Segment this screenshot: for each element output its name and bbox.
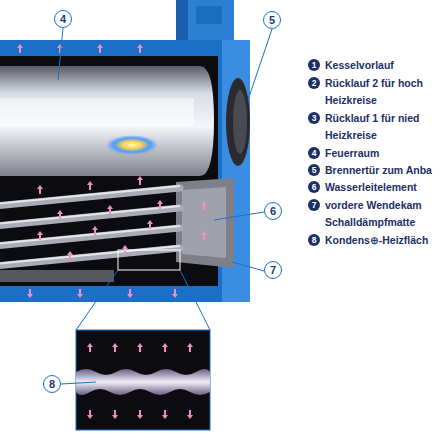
furnace-highlight xyxy=(0,98,194,126)
legend-item: 8 Kondens⊕-Heizfläch xyxy=(308,232,440,249)
callout-number: 8 xyxy=(49,379,55,390)
zoom-inset xyxy=(76,330,210,430)
flow-arrows xyxy=(17,44,207,298)
zoom-line xyxy=(180,270,210,330)
part-name: Brennertür zum Anba xyxy=(325,162,440,179)
burner-flame xyxy=(106,135,158,155)
item-number: 3 xyxy=(308,112,320,124)
part-name: Kondens⊕-Heizfläch xyxy=(325,232,440,249)
item-number: 4 xyxy=(308,147,320,159)
control-box xyxy=(176,0,234,44)
callout-marker: 6 xyxy=(264,202,282,220)
control-panel xyxy=(196,6,222,24)
zoom-marker xyxy=(118,250,180,270)
legend-item: 5 Brennertür zum Anba xyxy=(308,162,440,179)
item-number: 5 xyxy=(308,164,320,176)
legend-item: 1 Kesselvorlauf xyxy=(308,57,440,74)
part-name: Wasserleitelement xyxy=(325,179,440,196)
part-name: Kesselvorlauf xyxy=(325,57,440,74)
part-name: Rücklauf 1 für nied Heizkreise xyxy=(325,110,440,144)
callout-marker: 8 xyxy=(43,375,61,393)
callout-number: 7 xyxy=(270,265,276,276)
legend-item: 3 Rücklauf 1 für nied Heizkreise xyxy=(308,110,440,144)
heating-tubes xyxy=(0,188,180,266)
item-number: 6 xyxy=(308,181,320,193)
callout-marker: 5 xyxy=(263,11,281,29)
callout-number: 4 xyxy=(60,14,66,25)
return-chamber xyxy=(176,178,234,268)
legend-item: 6 Wasserleitelement xyxy=(308,179,440,196)
legend-item: 4 Feuerraum xyxy=(308,145,440,162)
inset-arrows xyxy=(87,343,193,419)
item-number: 1 xyxy=(308,59,320,71)
part-name: Rücklauf 2 für hoch Heizkreise xyxy=(325,75,440,109)
zoom-line xyxy=(76,270,118,330)
part-name: vordere Wendekam Schalldämpfmatte xyxy=(325,197,440,231)
legend-item: 2 Rücklauf 2 für hoch Heizkreise xyxy=(308,75,440,109)
legend-item: 7 vordere Wendekam Schalldämpfmatte xyxy=(308,197,440,231)
callout-number: 5 xyxy=(269,15,275,26)
lower-pipe xyxy=(0,270,114,282)
part-name: Feuerraum xyxy=(325,145,440,162)
boiler-casing xyxy=(0,40,250,302)
item-number: 2 xyxy=(308,77,320,89)
burner-door-inner xyxy=(233,90,247,154)
return-chamber-inner xyxy=(182,187,226,258)
callout-marker: 7 xyxy=(264,261,282,279)
callout-marker: 4 xyxy=(54,10,72,28)
item-number: 8 xyxy=(308,234,320,246)
item-number: 7 xyxy=(308,199,320,211)
condensing-surface xyxy=(76,369,210,395)
callout-number: 6 xyxy=(270,206,276,217)
furnace-tube xyxy=(0,66,214,176)
burner-door xyxy=(226,78,250,166)
tube-highlights xyxy=(0,186,180,264)
control-box-side xyxy=(176,0,188,44)
leader-lines xyxy=(58,28,272,384)
